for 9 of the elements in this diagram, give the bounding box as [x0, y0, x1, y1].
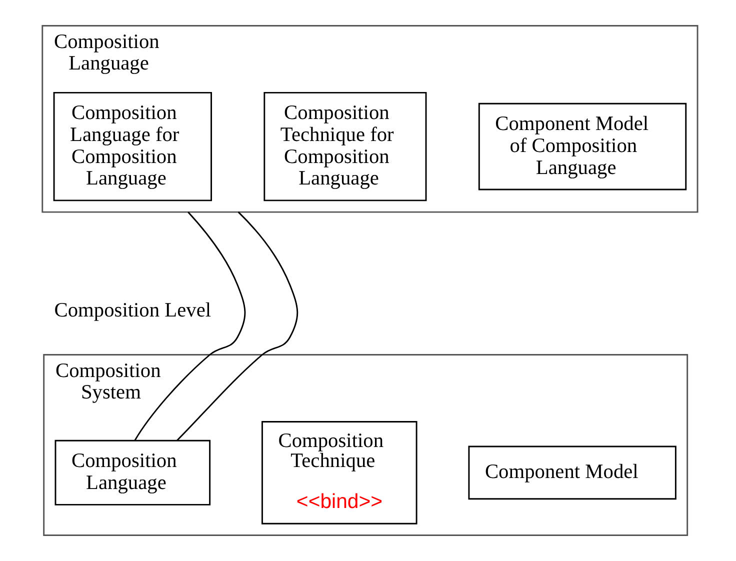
- node-box: Composition Technique <<bind>>: [261, 421, 417, 524]
- connector: [176, 212, 298, 441]
- node-box: Composition Language for Composition Language: [52, 92, 212, 202]
- node-box: Composition Technique for Composition Language: [263, 92, 426, 202]
- node-box: Composition Language: [54, 440, 210, 506]
- node-box: Component Model: [468, 446, 676, 500]
- connector: [134, 212, 246, 441]
- label: Composition Level: [54, 299, 211, 322]
- node-box: Component Model of Composition Language: [478, 102, 686, 190]
